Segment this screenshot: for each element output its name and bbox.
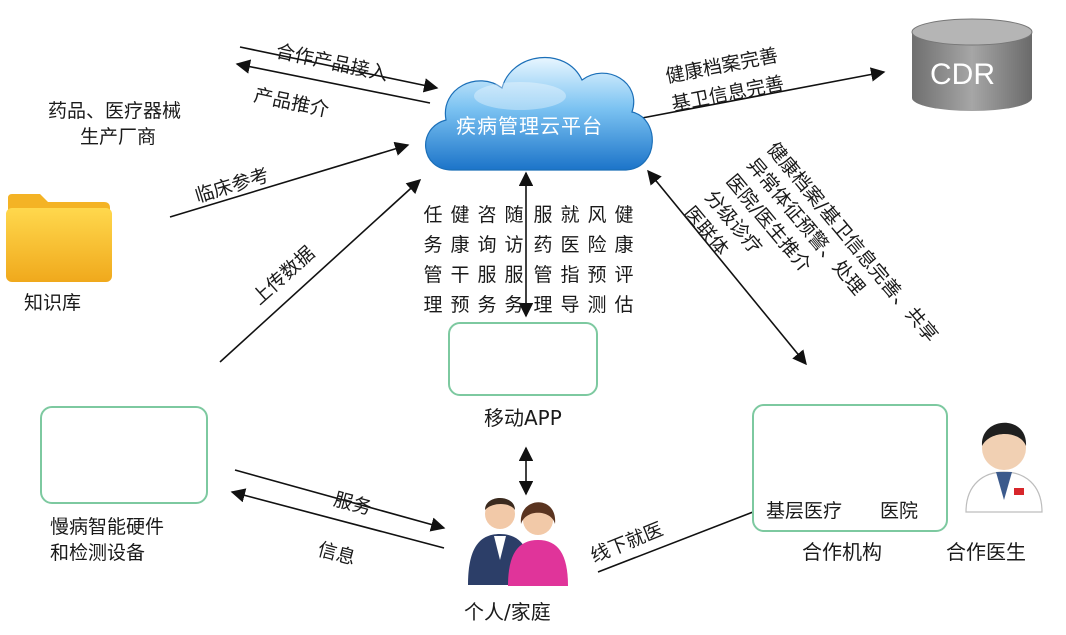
hospital-label: 医院 bbox=[880, 500, 919, 522]
service-column-6: 就医指导 bbox=[560, 204, 580, 316]
institution-label: 合作机构 bbox=[802, 540, 882, 564]
hardware-label-line2: 和检测设备 bbox=[50, 542, 146, 564]
person-family-label: 个人/家庭 bbox=[464, 600, 551, 624]
database-icon bbox=[911, 18, 1033, 111]
service-column-1: 任务管理 bbox=[423, 204, 443, 316]
mobile-app-label: 移动APP bbox=[484, 406, 562, 430]
folder-icon bbox=[6, 194, 112, 282]
arrow-upload-data bbox=[219, 179, 422, 363]
cloud-platform-label: 疾病管理云平台 bbox=[456, 114, 603, 138]
service-column-4: 随访服务 bbox=[504, 204, 524, 316]
arrow-to-cdr bbox=[641, 67, 886, 119]
service-column-2: 健康干预 bbox=[450, 204, 470, 316]
service-column-3: 咨询服务 bbox=[477, 204, 497, 316]
hardware-box bbox=[40, 406, 208, 504]
arrow-coop-product-access bbox=[239, 46, 439, 93]
app-icon-disease-char: 疾 bbox=[472, 345, 496, 373]
service-column-7: 风险预测 bbox=[587, 204, 607, 316]
service-column-8: 健康评估 bbox=[614, 204, 634, 316]
arrow-service bbox=[234, 469, 446, 532]
knowledge-base-label: 知识库 bbox=[24, 292, 82, 314]
institution-box bbox=[752, 404, 948, 532]
arrow-clinical-reference bbox=[169, 141, 410, 218]
cdr-label: CDR bbox=[930, 58, 995, 91]
service-column-5: 服药管理 bbox=[533, 204, 553, 316]
manufacturer-label-line1: 药品、医疗器械 bbox=[48, 100, 182, 122]
cloud-icon bbox=[425, 57, 653, 171]
manufacturer-label-line2: 生产厂商 bbox=[80, 126, 157, 148]
arrow-product-promotion bbox=[235, 59, 431, 104]
hardware-label-line1: 慢病智能硬件 bbox=[50, 516, 165, 538]
family-icon bbox=[468, 498, 568, 586]
mobile-app-box bbox=[448, 322, 598, 396]
arrow-information bbox=[230, 488, 445, 549]
primary-care-label: 基层医疗 bbox=[766, 500, 843, 522]
arrow-cloud-institution bbox=[647, 169, 807, 366]
doctor-icon bbox=[965, 422, 1043, 513]
doctor-label: 合作医生 bbox=[946, 540, 1026, 564]
